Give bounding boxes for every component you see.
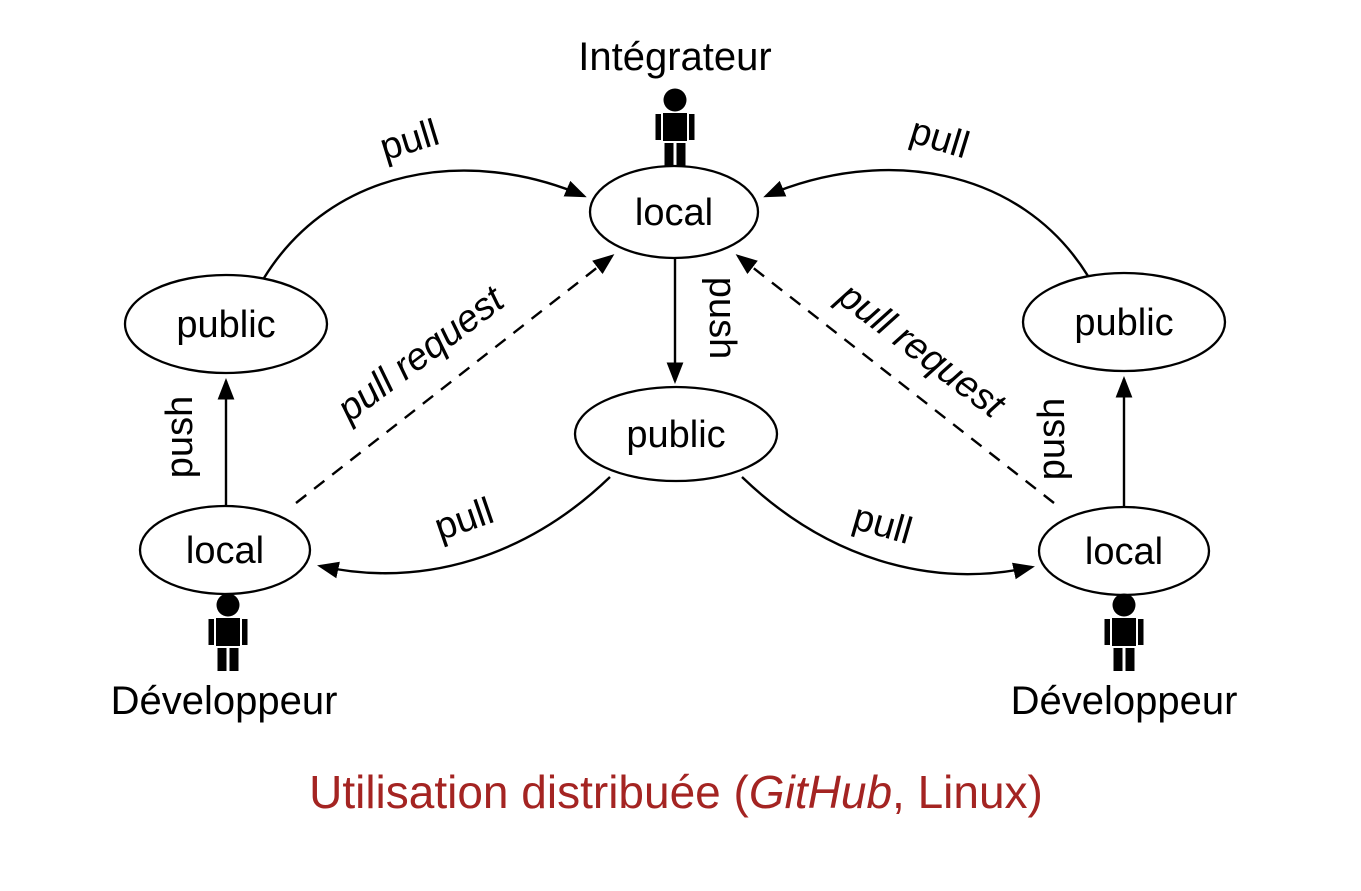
- repo-node-central-public: [573, 385, 779, 483]
- repo-label-integrator-local: local: [635, 192, 713, 234]
- repo-label-left-public: public: [176, 304, 275, 346]
- repo-label-right-public: public: [1074, 302, 1173, 344]
- edge-label-push-right: push: [1031, 398, 1073, 480]
- person-icon-developpeur-gauche: [208, 593, 248, 671]
- caption-suffix: , Linux): [892, 766, 1043, 818]
- repo-node-left-public: [123, 273, 329, 375]
- repo-label-left-local: local: [186, 530, 264, 572]
- actor-label-developpeur-droit: Développeur: [1011, 679, 1238, 723]
- repo-node-right-public: [1021, 271, 1227, 373]
- edge-label-push-left: push: [159, 396, 201, 478]
- edge-pull-central-public-to-left-local: [317, 476, 611, 579]
- edge-label-pull-top-left: pull: [375, 112, 444, 169]
- repo-label-right-local: local: [1085, 531, 1163, 573]
- caption-emphasis: GitHub: [749, 766, 892, 818]
- person-icon-integrateur: [655, 88, 695, 166]
- repo-node-integrator-local: [588, 164, 760, 260]
- caption-prefix: Utilisation distribuée (: [309, 766, 749, 818]
- edge-pull-central-public-to-right-local: [741, 476, 1035, 580]
- edge-pull-request-right-local-to-integrator-local: [735, 254, 1055, 504]
- actor-label-integrateur: Intégrateur: [578, 35, 771, 79]
- edge-pull-request-left-local-to-integrator-local: [295, 254, 615, 504]
- repo-label-central-public: public: [626, 414, 725, 456]
- edge-pull-right-public-to-integrator-local: [763, 168, 1090, 277]
- edge-pull-left-public-to-integrator-local: [262, 169, 587, 279]
- edge-label-pull-bottom-right: pull: [848, 496, 916, 553]
- person-icon-developpeur-droit: [1104, 593, 1144, 671]
- edge-label-pull-top-right: pull: [905, 110, 974, 167]
- edge-label-push-center: push: [701, 277, 743, 359]
- edge-label-pull-bottom-left: pull: [429, 490, 499, 549]
- edge-label-pull-request-right: pull request: [829, 274, 1013, 427]
- caption: Utilisation distribuée (GitHub, Linux): [309, 766, 1043, 818]
- actor-label-developpeur-gauche: Développeur: [111, 679, 338, 723]
